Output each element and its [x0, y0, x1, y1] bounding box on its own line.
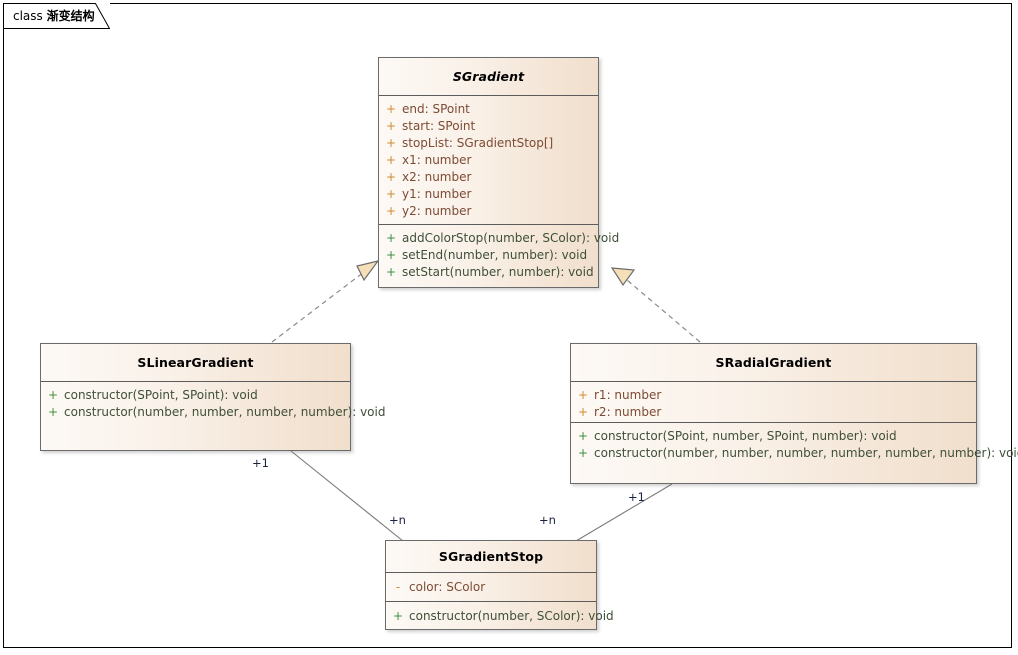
visibility-marker: + [385, 153, 397, 167]
method-text: setEnd(number, number): void [402, 248, 588, 262]
method-text: constructor(number, number, number, numb… [594, 446, 1018, 460]
class-methods-sgradient: + addColorStop(number, SColor): void + s… [379, 224, 619, 287]
package-frame-tab: class 渐变结构 [3, 3, 110, 29]
attribute-row: + x1: number [379, 152, 598, 169]
visibility-marker: + [577, 405, 589, 419]
class-box-sradialgradient[interactable]: SRadialGradient + r1: number + r2: numbe… [570, 343, 1018, 484]
class-title-sgradient: SGradient [452, 69, 525, 84]
class-attributes-sgradientstop: - color: SColor [386, 572, 596, 601]
multiplicity-linear-source: +1 [252, 456, 269, 470]
visibility-marker: + [385, 170, 397, 184]
package-frame-title-prefix: class [13, 9, 47, 23]
attribute-row: + end: SPoint [379, 101, 598, 118]
package-frame-title: class 渐变结构 [13, 7, 95, 24]
attribute-text: x2: number [402, 170, 472, 184]
method-row: + constructor(SPoint, number, SPoint, nu… [571, 428, 976, 445]
visibility-marker: + [385, 231, 397, 245]
multiplicity-linear-target: +n [389, 513, 406, 527]
class-attributes-sgradient: + end: SPoint + start: SPoint + stopList… [379, 95, 598, 224]
attribute-text: color: SColor [409, 580, 486, 594]
visibility-marker: + [577, 446, 589, 460]
class-methods-sradialgradient: + constructor(SPoint, number, SPoint, nu… [571, 422, 1018, 484]
class-box-sgradientstop[interactable]: SGradientStop - color: SColor + construc… [385, 540, 614, 631]
visibility-marker: + [385, 204, 397, 218]
method-text: constructor(SPoint, number, SPoint, numb… [594, 429, 897, 443]
attribute-text: y2: number [402, 204, 472, 218]
class-methods-slineargradient: + constructor(SPoint, SPoint): void + co… [41, 381, 386, 451]
visibility-marker: + [577, 429, 589, 443]
method-row: + setEnd(number, number): void [379, 247, 598, 264]
attribute-row: - color: SColor [386, 579, 596, 596]
package-frame-title-text: 渐变结构 [46, 9, 95, 23]
visibility-marker: + [385, 248, 397, 262]
attribute-text: r2: number [594, 405, 662, 419]
visibility-marker: - [395, 580, 401, 594]
class-header-slineargradient: SLinearGradient [41, 344, 350, 381]
method-row: + constructor(number, number, number, nu… [571, 445, 1018, 462]
attribute-text: r1: number [594, 388, 662, 402]
visibility-marker: + [385, 187, 397, 201]
class-methods-sgradientstop: + constructor(number, SColor): void [386, 601, 614, 631]
visibility-marker: + [385, 265, 397, 279]
multiplicity-radial-target: +n [539, 513, 556, 527]
attribute-row: + r2: number [571, 404, 976, 421]
attribute-row: + start: SPoint [379, 118, 598, 135]
visibility-marker: + [385, 136, 397, 150]
visibility-marker: + [392, 609, 404, 623]
class-title-slineargradient: SLinearGradient [137, 355, 254, 370]
attribute-text: y1: number [402, 187, 472, 201]
package-frame [3, 3, 1012, 648]
class-title-sgradientstop: SGradientStop [438, 549, 544, 564]
method-text: setStart(number, number): void [402, 265, 594, 279]
class-header-sgradientstop: SGradientStop [386, 541, 596, 572]
class-box-sgradient[interactable]: SGradient + end: SPoint + start: SPoint … [378, 57, 619, 288]
method-text: constructor(number, number, number, numb… [64, 405, 386, 419]
attribute-row: + y1: number [379, 186, 598, 203]
attribute-row: + r1: number [571, 387, 976, 404]
visibility-marker: + [385, 102, 397, 116]
visibility-marker: + [577, 388, 589, 402]
class-header-sradialgradient: SRadialGradient [571, 344, 976, 381]
method-row: + constructor(SPoint, SPoint): void [41, 387, 350, 404]
attribute-text: end: SPoint [402, 102, 470, 116]
visibility-marker: + [47, 388, 59, 402]
attribute-text: start: SPoint [402, 119, 476, 133]
attribute-row: + y2: number [379, 203, 598, 220]
method-row: + addColorStop(number, SColor): void [379, 230, 619, 247]
method-row: + setStart(number, number): void [379, 264, 598, 281]
class-title-sradialgradient: SRadialGradient [715, 355, 832, 370]
attribute-row: + x2: number [379, 169, 598, 186]
class-box-slineargradient[interactable]: SLinearGradient + constructor(SPoint, SP… [40, 343, 386, 451]
method-text: addColorStop(number, SColor): void [402, 231, 620, 245]
method-row: + constructor(number, SColor): void [386, 608, 614, 625]
method-row: + constructor(number, number, number, nu… [41, 404, 386, 421]
attribute-row: + stopList: SGradientStop[] [379, 135, 598, 152]
method-text: constructor(number, SColor): void [409, 609, 614, 623]
class-attributes-sradialgradient: + r1: number + r2: number [571, 381, 976, 422]
class-header-sgradient: SGradient [379, 58, 598, 95]
attribute-text: x1: number [402, 153, 472, 167]
attribute-text: stopList: SGradientStop[] [402, 136, 554, 150]
method-text: constructor(SPoint, SPoint): void [64, 388, 258, 402]
multiplicity-radial-source: +1 [628, 490, 645, 504]
visibility-marker: + [47, 405, 59, 419]
visibility-marker: + [385, 119, 397, 133]
